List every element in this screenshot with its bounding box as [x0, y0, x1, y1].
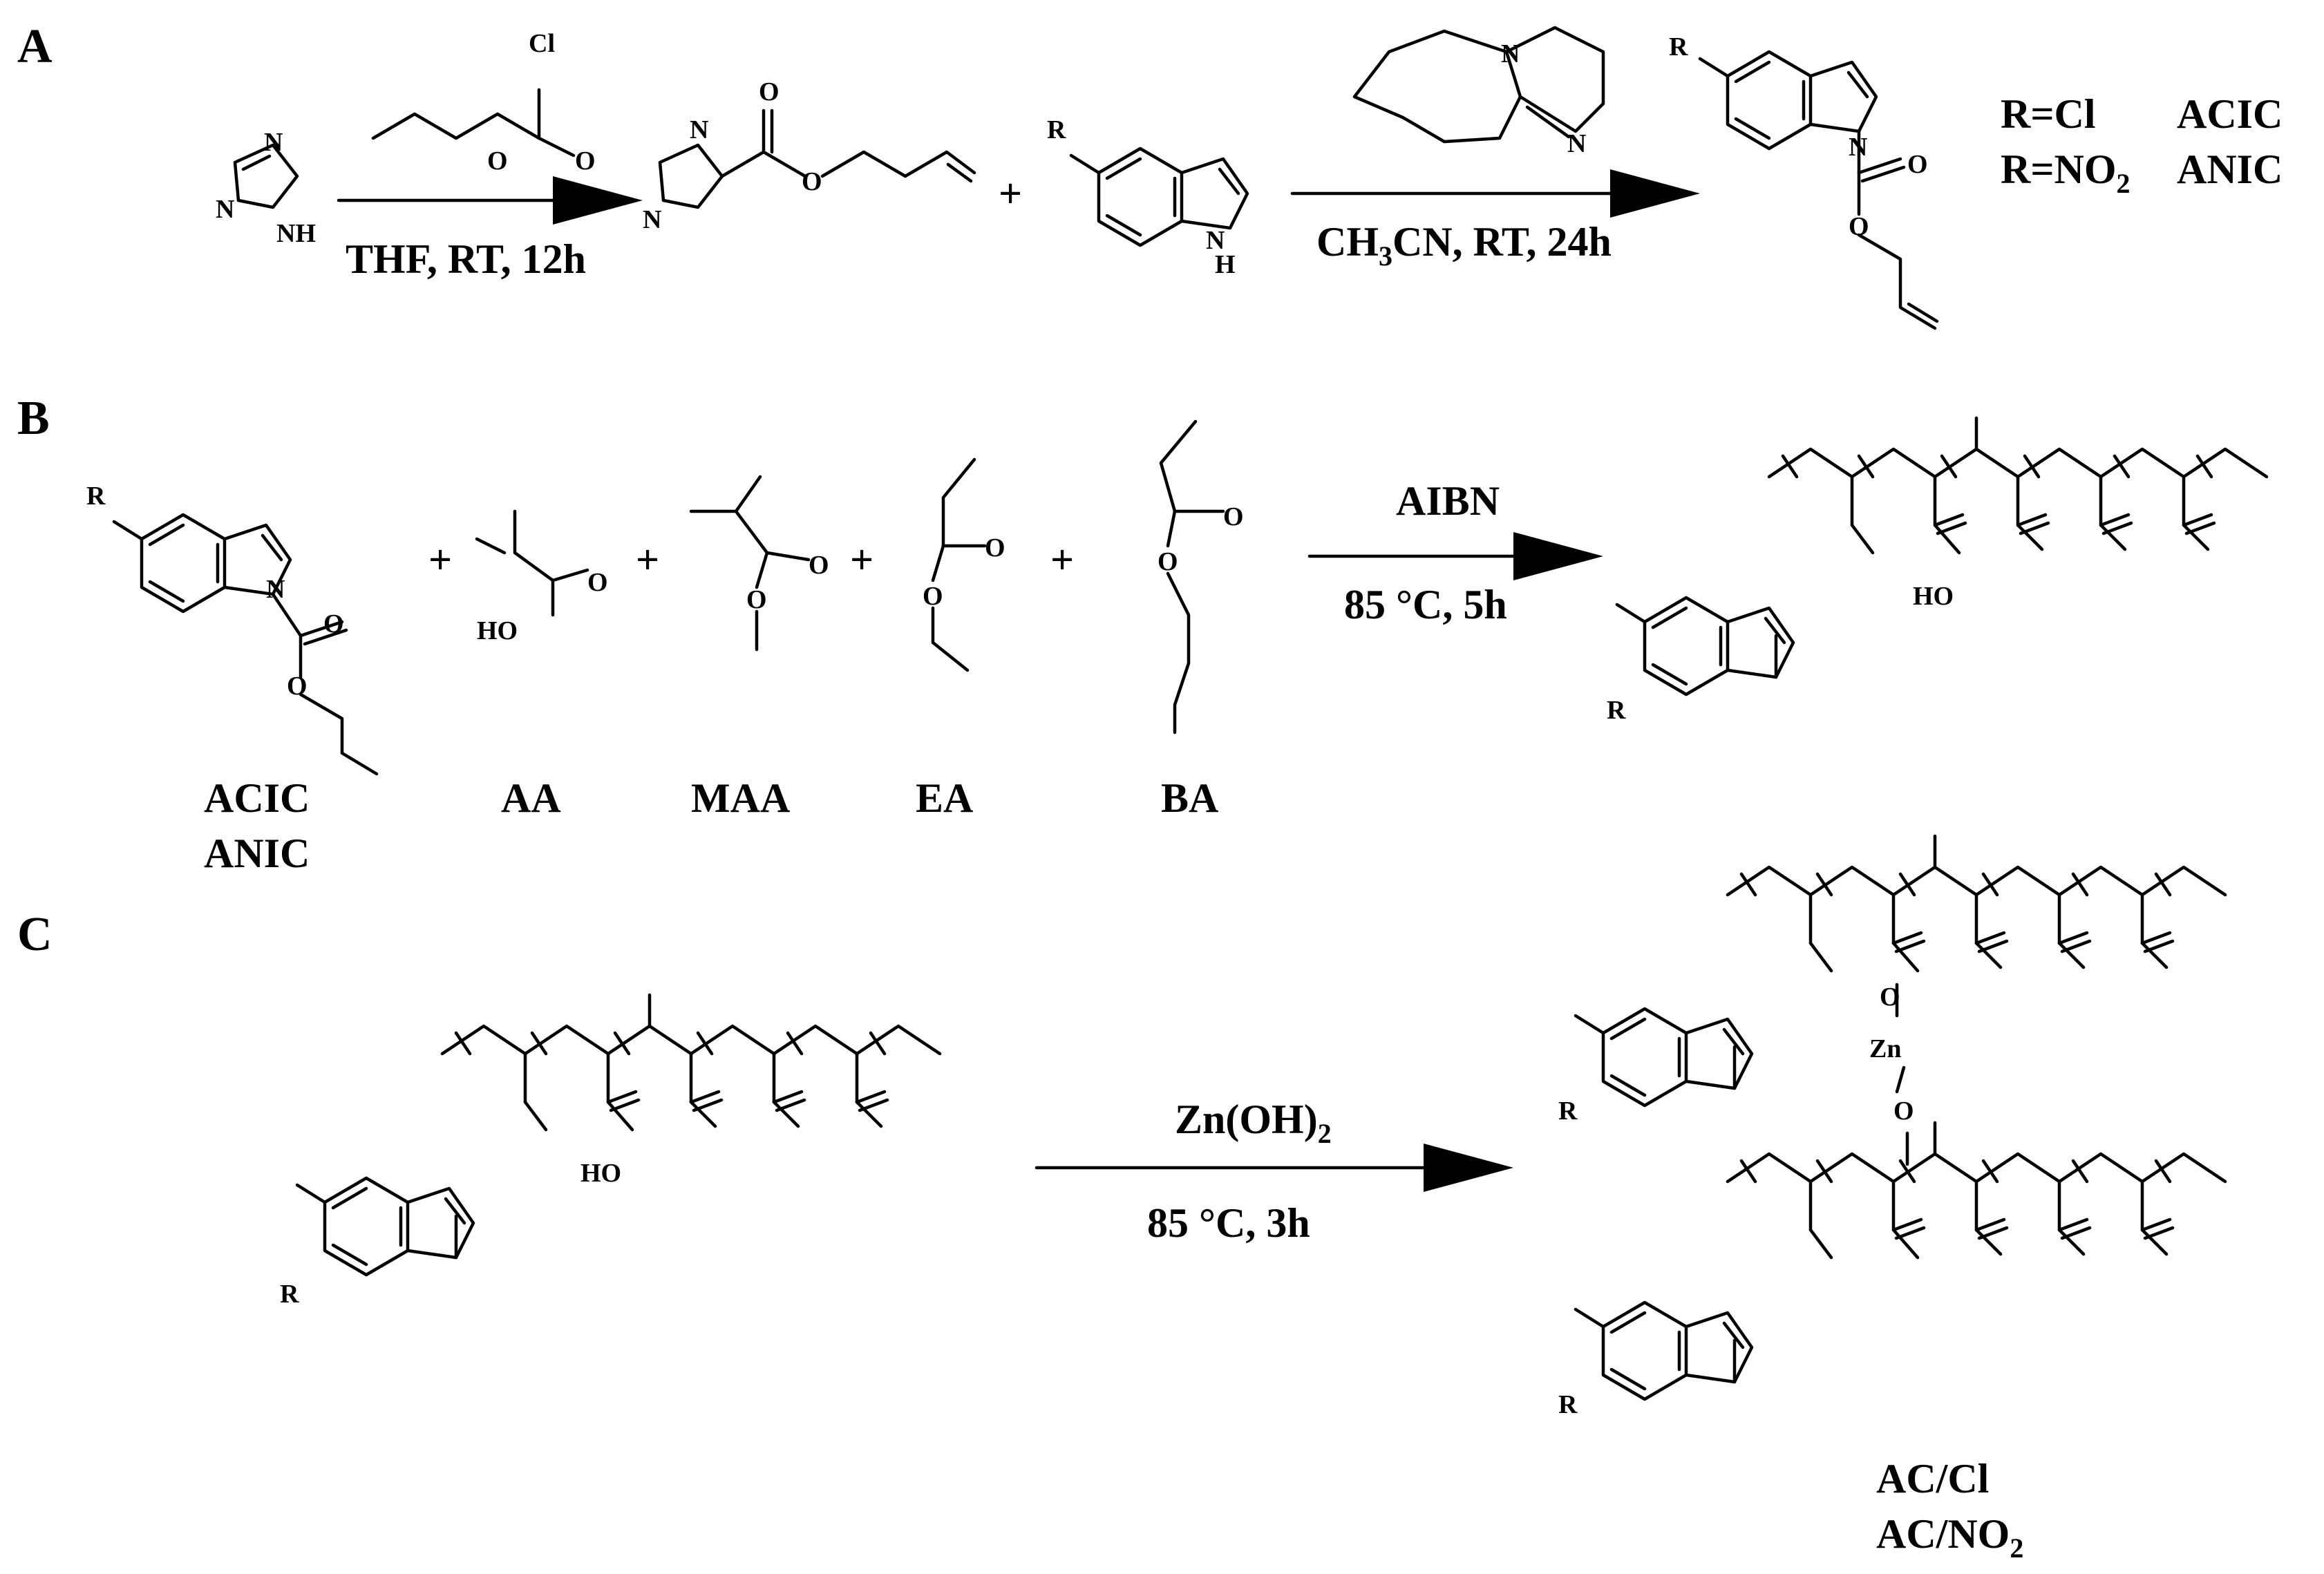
crosslinked-lower-chain: [1728, 1123, 2225, 1258]
copolymer-b-r: R: [1607, 696, 1626, 725]
zinc-crosslink: O Zn O: [1869, 983, 1914, 1166]
conditions-b: 85 °C, 5h: [1344, 582, 1507, 627]
product-a-r: R: [1669, 32, 1688, 61]
chloroformate-cl: Cl: [529, 29, 555, 58]
aa-ho: HO: [477, 616, 518, 645]
acic-n: N: [266, 575, 285, 604]
carbonyl-o: O: [759, 77, 780, 106]
plus-b3: +: [850, 537, 873, 582]
ba-monomer-structure: O O: [1158, 419, 1244, 734]
triazole-n1: N: [264, 128, 283, 157]
allyl-chloroformate-structure: Cl O O: [371, 29, 596, 176]
copolymer-c-indole-side: [297, 1178, 473, 1275]
monomer-acic: ACIC: [204, 775, 310, 821]
triazole-n-bottom: N: [643, 205, 661, 234]
maa-o1: O: [809, 551, 829, 580]
product-ac-cl: AC/Cl: [1876, 1456, 1989, 1501]
product-ac-no2: AC/NO2: [1876, 1511, 2023, 1564]
monomer-ea: EA: [916, 775, 973, 821]
plus-b2: +: [636, 537, 659, 582]
acic-r: R: [86, 482, 106, 511]
indole-nh-h: H: [1215, 250, 1236, 279]
conditions-c: 85 °C, 3h: [1147, 1200, 1310, 1246]
monomer-maa: MAA: [691, 775, 790, 821]
dbu-structure: N N: [1352, 26, 1605, 158]
ba-o1: O: [1223, 502, 1244, 531]
ea-o2: O: [923, 582, 943, 611]
indole-nh-n: N: [1206, 226, 1225, 255]
dbu-n1: N: [1501, 39, 1520, 68]
chloroformate-o1: O: [487, 146, 508, 176]
triazole-structure: N N NH: [216, 128, 316, 248]
arrow-a2: [1290, 169, 1700, 218]
upper-r: R: [1558, 1097, 1578, 1126]
zn-atom: Zn: [1869, 1034, 1901, 1063]
aa-o: O: [587, 568, 608, 597]
copolymer-b-indole-side: [1617, 598, 1793, 694]
plus-a1: +: [999, 171, 1022, 216]
zn-o-lower: O: [1893, 1097, 1914, 1126]
key-r-no2: R=NO2: [2001, 146, 2131, 199]
aa-monomer-structure: HO O: [475, 509, 608, 645]
acic-o1: O: [323, 609, 344, 638]
ester-o: O: [802, 167, 822, 196]
ea-o1: O: [985, 533, 1005, 562]
acic-monomer-structure: [114, 515, 379, 776]
product-key-a: R=Cl ACIC R=NO2 ANIC: [2001, 91, 2283, 199]
copolymer-b-ho: HO: [1913, 582, 1954, 611]
copolymer-c-r: R: [280, 1280, 299, 1309]
triazole-n-top: N: [690, 115, 708, 144]
copolymer-b-structure: [1769, 418, 2267, 553]
ea-monomer-structure: O O: [923, 457, 1005, 672]
monomer-aa: AA: [501, 775, 561, 821]
chloroformate-o2: O: [575, 146, 596, 176]
monomer-anic: ANIC: [204, 831, 310, 876]
conditions-a1: THF, RT, 12h: [346, 236, 586, 282]
key-anic: ANIC: [2177, 146, 2283, 192]
product-a-o1: O: [1907, 150, 1928, 179]
copolymer-c-ho: HO: [580, 1159, 621, 1188]
arrow-c: [1035, 1144, 1513, 1192]
key-r-cl: R=Cl: [2001, 91, 2096, 137]
panel-label-a: A: [17, 20, 53, 73]
indole-carbamate-product-structure: [1700, 52, 1939, 330]
reagent-c: Zn(OH)2: [1175, 1097, 1332, 1149]
panel-label-c: C: [17, 908, 53, 961]
ba-o2: O: [1158, 547, 1178, 576]
conditions-a2: CH3CN, RT, 24h: [1316, 219, 1612, 272]
initiator-b: AIBN: [1396, 478, 1500, 524]
triazole-n2: N: [216, 195, 234, 224]
carbonyl-triazole-structure: O O N N: [643, 77, 976, 234]
plus-b4: +: [1050, 537, 1074, 582]
crosslinked-lower-indole: [1576, 1302, 1752, 1399]
acic-o2: O: [287, 672, 308, 701]
copolymer-c-reactant-structure: [442, 995, 940, 1130]
crosslinked-upper-chain: [1728, 836, 2225, 971]
zn-o-upper: O: [1880, 983, 1900, 1012]
maa-monomer-structure: O O: [689, 475, 829, 652]
product-a-n: N: [1849, 133, 1867, 162]
dbu-n2: N: [1567, 129, 1586, 158]
panel-label-b: B: [17, 392, 50, 445]
product-a-o2: O: [1849, 212, 1869, 241]
monomer-ba: BA: [1161, 775, 1218, 821]
crosslinked-upper-indole: [1576, 1009, 1752, 1106]
plus-b1: +: [428, 537, 452, 582]
monomer-labels: ACIC ANIC AA MAA EA BA: [204, 775, 1218, 876]
indole-r: R: [1047, 115, 1066, 144]
triazole-nh: NH: [276, 219, 316, 248]
lower-r: R: [1558, 1390, 1578, 1419]
key-acic: ACIC: [2177, 91, 2283, 137]
arrow-a1: [337, 176, 643, 225]
arrow-b: [1307, 532, 1603, 580]
maa-o2: O: [746, 585, 767, 614]
